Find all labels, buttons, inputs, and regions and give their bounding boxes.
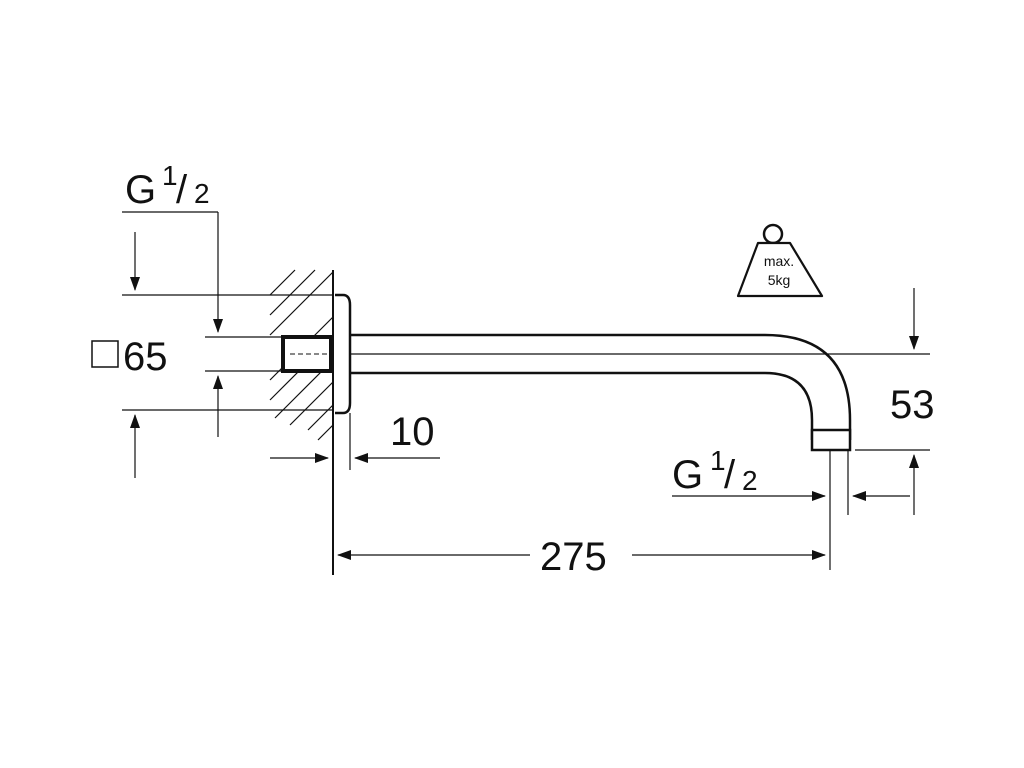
- shower-arm: [350, 333, 852, 440]
- weight-max-label: max.: [764, 253, 794, 269]
- svg-text:2: 2: [194, 178, 210, 209]
- arm-length-label: 275: [540, 535, 607, 579]
- flange: [335, 293, 352, 415]
- thread-left-label: G 1 / 2: [125, 160, 210, 212]
- svg-text:/: /: [176, 168, 188, 212]
- left-dimensions: [122, 211, 333, 478]
- outlet-nut: [810, 428, 852, 452]
- flange-depth-dimension: [270, 413, 440, 470]
- svg-text:1: 1: [710, 445, 726, 476]
- svg-text:/: /: [724, 453, 736, 497]
- square-symbol-icon: [91, 340, 119, 368]
- drop-height-label: 53: [890, 383, 935, 427]
- weight-value-label: 5kg: [768, 272, 791, 288]
- weight-icon: max. 5kg: [736, 223, 824, 298]
- flange-depth-label: 10: [390, 410, 435, 454]
- thread-right-label: G 1 / 2: [672, 445, 758, 497]
- svg-text:1: 1: [162, 160, 178, 191]
- svg-text:G: G: [672, 453, 703, 497]
- drop-height-dimension: [855, 288, 930, 515]
- square-size-label: 65: [123, 335, 168, 379]
- svg-text:G: G: [125, 168, 156, 212]
- svg-text:2: 2: [742, 465, 758, 496]
